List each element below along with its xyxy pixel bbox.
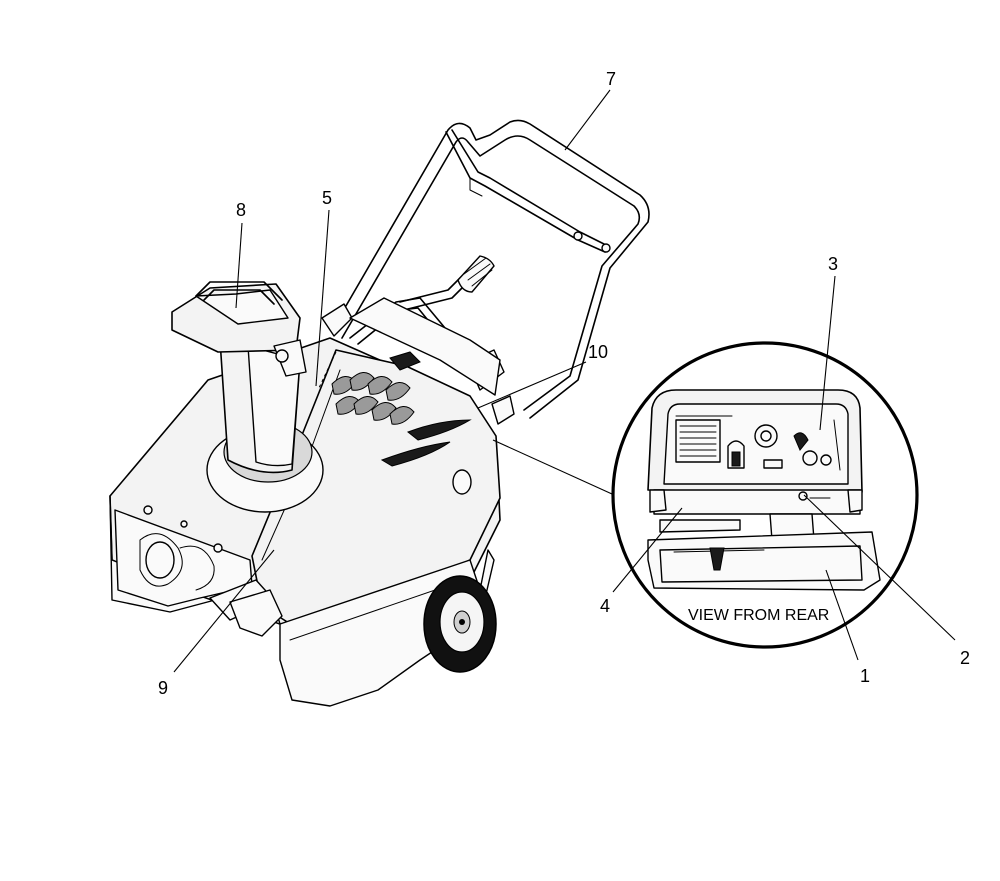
discharge-chute <box>171 281 324 513</box>
callout-10: 10 <box>588 342 608 362</box>
crank-knob <box>457 255 495 293</box>
bail-pivot <box>601 243 611 253</box>
callout-5: 5 <box>322 188 332 208</box>
callout-labels: 7 8 5 10 3 4 2 1 9 VIEW FROM REAR <box>158 69 970 698</box>
grille <box>679 425 717 457</box>
bail-pivot <box>573 231 583 241</box>
hood-vents <box>331 372 415 425</box>
inset-caption: VIEW FROM REAR <box>688 607 829 624</box>
callout-3: 3 <box>828 254 838 274</box>
wheel <box>423 575 497 673</box>
callout-7: 7 <box>606 69 616 89</box>
leader-lines <box>173 89 956 673</box>
callout-8: 8 <box>236 200 246 220</box>
rear-view-inset <box>492 341 919 649</box>
callout-4: 4 <box>600 596 610 616</box>
callout-2: 2 <box>960 648 970 668</box>
callout-1: 1 <box>860 666 870 686</box>
callout-9: 9 <box>158 678 168 698</box>
